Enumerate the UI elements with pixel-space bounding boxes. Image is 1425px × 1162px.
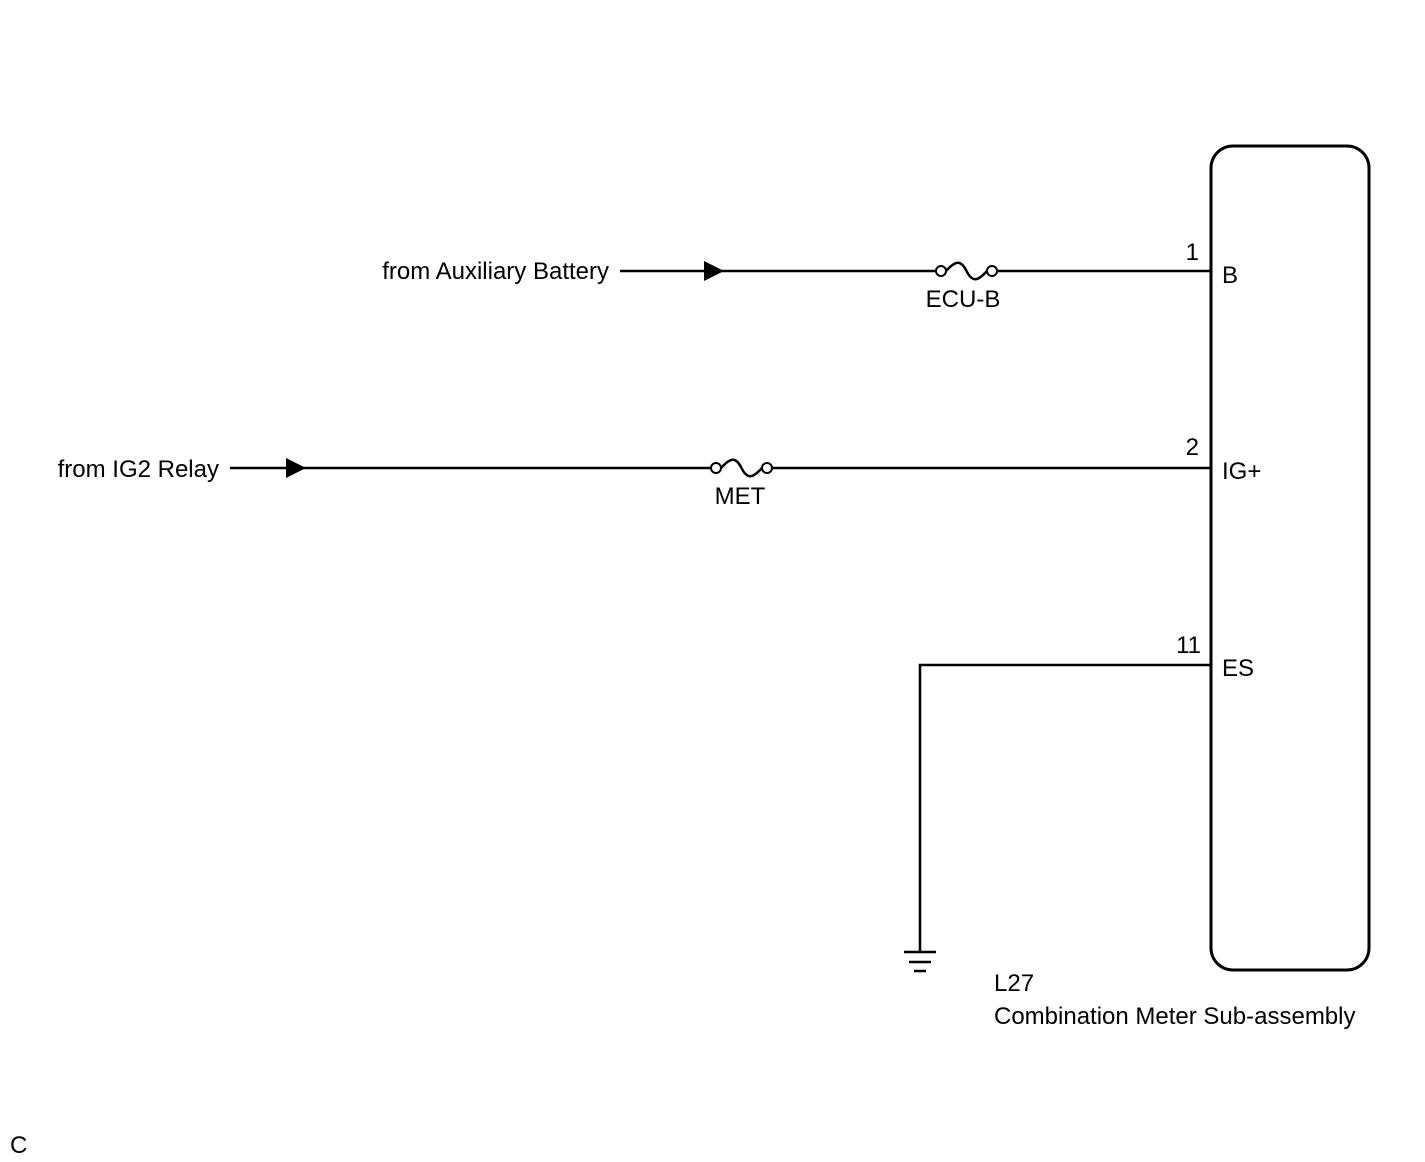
pin-number-1: 1 [1186,239,1199,266]
pin-name-b: B [1222,262,1238,289]
arrow-right-icon [704,261,724,281]
component-name: Combination Meter Sub-assembly [994,1003,1356,1030]
source-label-ig2-relay: from IG2 Relay [58,456,219,483]
fuse-label-ecu-b: ECU-B [926,286,1001,313]
component-code: L27 [994,970,1034,997]
arrow-right-icon [286,458,306,478]
fuse-label-met: MET [715,483,766,510]
corner-label: C [10,1132,27,1159]
combination-meter-box [1209,144,1371,972]
ground-icon [904,950,936,973]
pin-number-11: 11 [1176,632,1201,659]
fuse-icon [710,458,773,478]
pin-number-2: 2 [1186,434,1199,461]
source-label-aux-battery: from Auxiliary Battery [382,258,609,285]
wire-es [918,663,1211,952]
pin-name-ig: IG+ [1222,458,1261,485]
fuse-icon [935,261,998,281]
pin-name-es: ES [1222,655,1254,682]
